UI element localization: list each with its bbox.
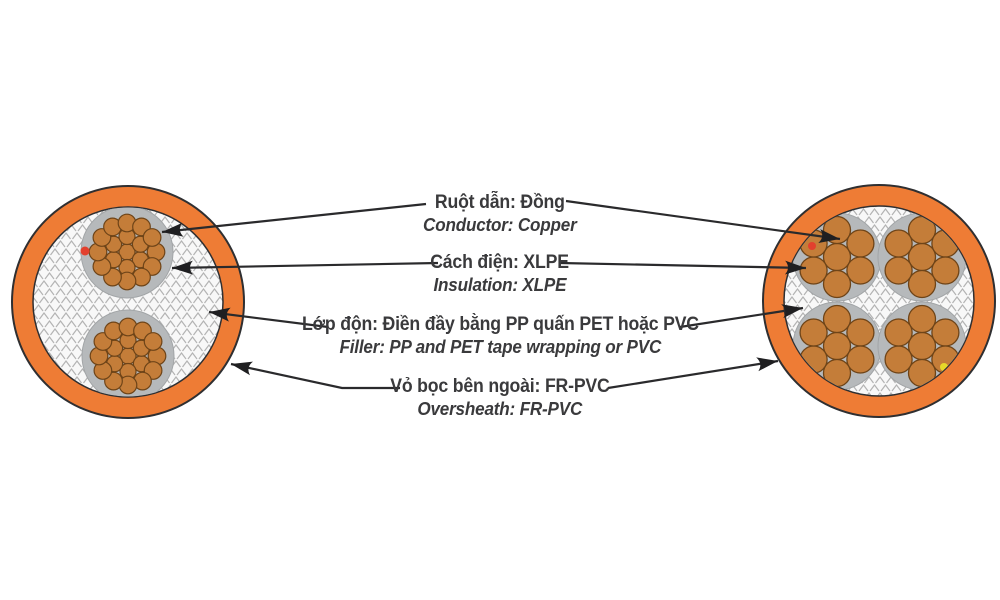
left-core-red-mark [80,246,90,256]
leader-filler-left [208,307,329,329]
leader-oversheath-right [607,357,779,390]
left-cable [11,185,245,419]
leader-lines [161,199,841,390]
right-cable [762,184,996,418]
left-filler-area [32,206,224,398]
leader-insulation-left [171,260,439,275]
leader-insulation-right [559,260,807,275]
leader-conductor-right [565,199,841,244]
leader-filler-right [679,304,804,329]
leader-oversheath-left [230,361,400,390]
right-core-red-mark [808,242,816,250]
leader-conductor-left [161,202,427,237]
